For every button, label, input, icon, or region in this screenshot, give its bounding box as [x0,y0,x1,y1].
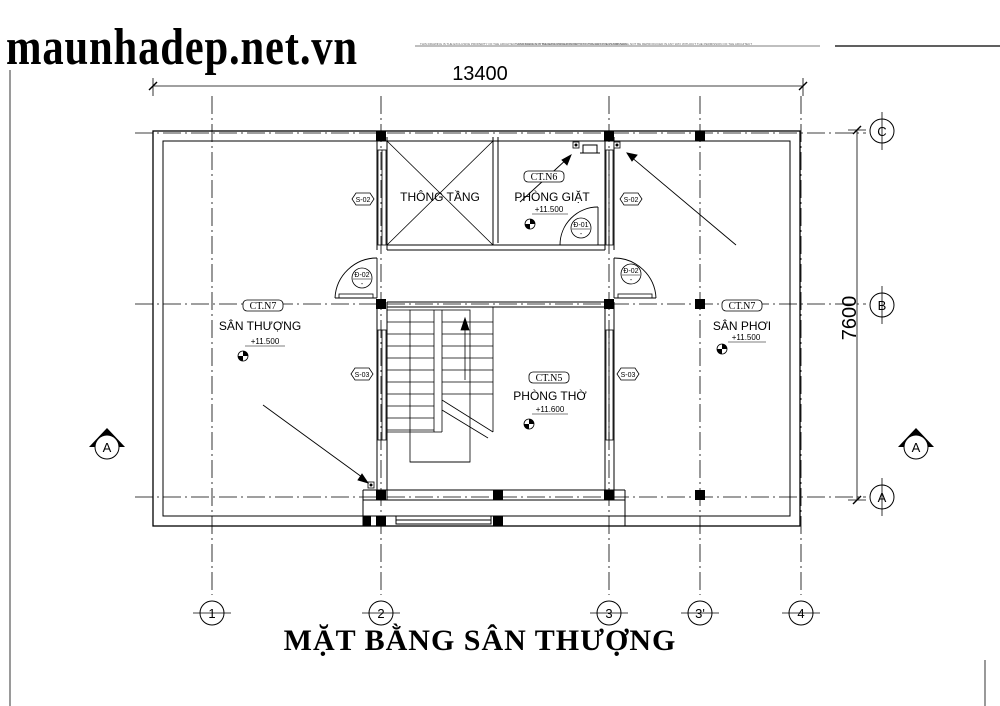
dimension-depth-label: 7600 [839,296,861,341]
door-tag-d02-right: Đ-02 - [620,263,642,285]
svg-text:S-02: S-02 [356,197,371,204]
svg-text:S-03: S-03 [621,372,636,379]
room-elevation: +11.600 [536,405,565,414]
door-tag-d02-left: Đ-02 - [351,267,373,289]
room-name: PHÒNG THỜ [513,388,587,403]
room-phong-tho: CT.N5 PHÒNG THỜ +11.600 [513,371,587,430]
room-elevation: +11.500 [732,333,761,342]
window-tag-s02-right: S-02 [619,192,643,206]
svg-text:A: A [878,490,887,505]
row-grid-bubbles: C B A [869,112,895,516]
svg-text:-: - [580,231,583,238]
grid-bubble-c: C [869,112,895,150]
window-tag-s02-left: S-02 [351,192,375,206]
grid-bubble-1: 1 [193,600,231,626]
svg-text:S-02: S-02 [624,197,639,204]
room-name: THÔNG TẦNG [400,189,480,204]
room-san-phoi: CT.N7 SÂN PHƠI +11.500 [713,299,771,355]
window-tag-s03-right: S-03 [616,367,640,381]
grid-bubble-b: B [869,286,895,324]
door-d01 [559,206,599,246]
room-elevation: +11.500 [251,337,280,346]
drawing-title: MẶT BẰNG SÂN THƯỢNG [283,624,677,657]
room-san-thuong: CT.N7 SÂN THƯỢNG +11.500 [219,299,301,362]
header-note-left: THIS DRAWING IS THE EXCLUSIVE PROPERTY O… [420,42,627,46]
room-tag: CT.N7 [729,301,756,312]
svg-text:A: A [912,440,921,455]
void-opening [386,140,494,246]
floor-drains [367,141,621,489]
door-tag-d01: Đ-01 - [570,217,592,239]
svg-text:A: A [103,440,112,455]
svg-text:S-03: S-03 [355,372,370,379]
slope-arrows [262,152,737,484]
svg-text:3: 3 [605,606,612,621]
svg-text:C: C [877,124,886,139]
column-grid-bubbles: 1 2 3 3' 4 [193,600,820,626]
windows [377,149,614,441]
grid-bubble-a: A [869,478,895,516]
header-note-right: THIS DRAWING IS THE EXCLUSIVE PROPERTY O… [515,42,752,46]
header-lines: THIS DRAWING IS THE EXCLUSIVE PROPERTY O… [9,42,1000,706]
room-tag: CT.N6 [531,172,558,183]
room-tag: CT.N7 [250,301,277,312]
section-marker-right: A [898,428,934,460]
svg-text:Đ-02: Đ-02 [623,268,638,275]
room-thong-tang: THÔNG TẦNG [400,189,480,204]
dimension-width-label: 13400 [452,63,508,85]
svg-text:-: - [361,281,364,288]
room-name: PHÒNG GIẶT [514,189,590,204]
grid-bubble-2: 2 [362,600,400,626]
section-marker-left: A [89,428,125,460]
svg-text:Đ-01: Đ-01 [573,222,588,229]
room-phong-giat: CT.N6 PHÒNG GIẶT +11.500 [514,170,590,230]
grid-bubble-3: 3 [590,600,628,626]
svg-text:1: 1 [208,606,215,621]
grid-bubble-4: 4 [782,600,820,626]
door-d02-right [613,257,657,299]
room-name: SÂN THƯỢNG [219,318,301,333]
window-tag-s03-left: S-03 [350,367,374,381]
svg-text:2: 2 [377,606,384,621]
structural-columns [363,131,705,526]
svg-text:4: 4 [797,606,804,621]
watermark-logo: maunhadep.net.vn [6,19,358,76]
svg-text:Đ-02: Đ-02 [354,272,369,279]
dimension-depth: 7600 [839,125,866,505]
room-name: SÂN PHƠI [713,318,771,333]
svg-text:-: - [630,277,633,284]
svg-text:3': 3' [695,606,705,621]
door-d02-left [334,257,378,299]
room-tag: CT.N5 [536,373,563,384]
dimension-width: 13400 [148,63,808,96]
staircase [387,307,494,463]
room-elevation: +11.500 [535,205,564,214]
svg-text:B: B [878,298,887,313]
grid-bubble-3-prime: 3' [681,600,719,626]
